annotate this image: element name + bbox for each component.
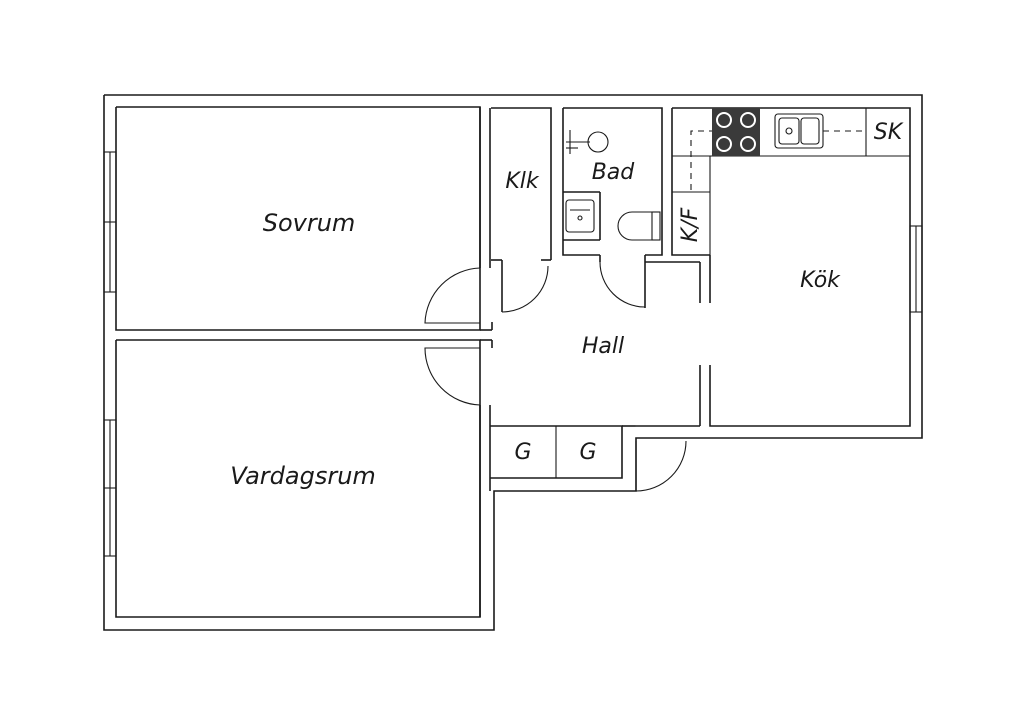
label-kf: K/F — [678, 207, 703, 242]
label-sk: SK — [874, 120, 904, 145]
left-room-walls — [479, 107, 493, 617]
label-hall: Hall — [582, 334, 624, 359]
kitchen-walls — [636, 107, 911, 427]
label-klk: Klk — [505, 169, 540, 194]
window-right — [909, 225, 923, 313]
wardrobes — [490, 425, 636, 479]
label-g-right: G — [579, 440, 596, 465]
doors — [424, 267, 687, 492]
bathroom — [562, 107, 711, 308]
closet-klk — [491, 107, 552, 313]
shower-icon — [566, 130, 609, 154]
stove-icon — [712, 108, 760, 156]
label-vardagsrum: Vardagsrum — [230, 462, 376, 490]
windows-left — [103, 151, 117, 557]
label-sovrum: Sovrum — [263, 209, 356, 237]
toilet-icon — [617, 211, 661, 241]
label-bad: Bad — [592, 160, 636, 185]
label-kok: Kök — [800, 268, 841, 293]
sink-icon — [565, 199, 595, 233]
kitchen-sink-icon — [774, 113, 824, 149]
label-g-left: G — [514, 440, 531, 465]
counter-dashed-line — [690, 130, 712, 190]
